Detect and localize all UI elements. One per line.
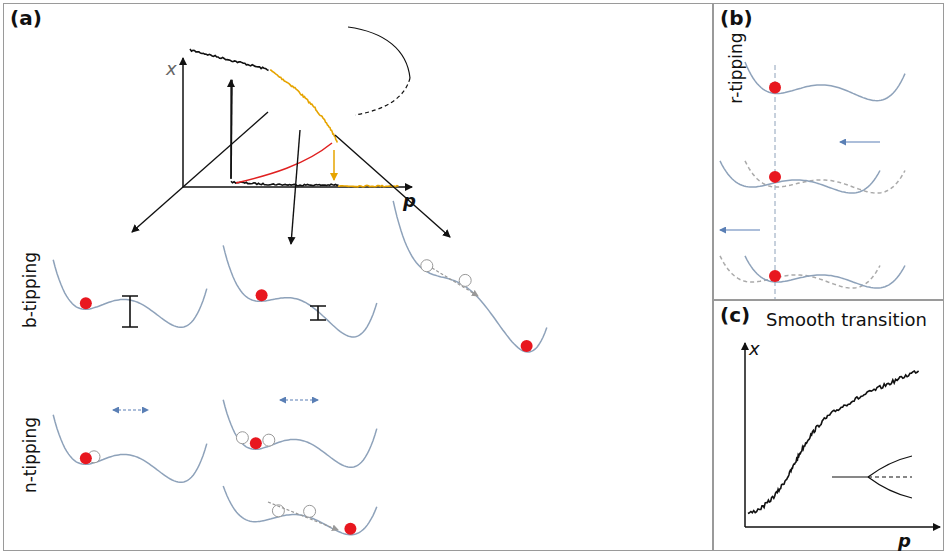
figure-panel: (a) [3, 3, 713, 551]
ghost-ball [236, 432, 248, 444]
jump-arrow [230, 80, 231, 178]
state-ball [344, 523, 356, 535]
pointer-arrows [132, 112, 450, 244]
state-ball [769, 171, 781, 183]
barrier-marker [310, 306, 326, 320]
state-ball [80, 297, 92, 309]
chart-axes [745, 343, 940, 527]
noisy-curve [231, 80, 232, 179]
ghost-ball [459, 274, 471, 286]
fold-inset [355, 78, 410, 115]
potential-curve [53, 260, 207, 327]
ghost-ball [304, 505, 316, 517]
panel-label: (c) [720, 303, 750, 327]
motion-arrow [113, 409, 148, 410]
axis-label: p [898, 530, 911, 551]
panel-label: (a) [10, 6, 42, 30]
noisy-curve [338, 185, 399, 187]
potential-curve [720, 161, 880, 193]
state-ball [250, 437, 262, 449]
motion-arrow [432, 268, 478, 296]
potential-curve [393, 201, 547, 352]
axis-label: x [166, 58, 177, 79]
potential-curve [223, 400, 377, 467]
row-label: b-tipping [20, 252, 40, 328]
ghost-ball [263, 434, 275, 446]
unstable-branch [236, 143, 332, 183]
potential-curve [745, 161, 905, 193]
state-ball [769, 270, 781, 282]
ghost-ball [421, 260, 433, 272]
potential-curve [223, 486, 377, 535]
potential-curve [223, 245, 377, 337]
noisy-curve [748, 371, 919, 514]
axis-label: p [403, 190, 416, 211]
pitchfork-inset [832, 456, 912, 498]
fold-inset [348, 27, 410, 78]
noisy-curve [190, 49, 269, 71]
figure-panel: (c) Smooth transition [713, 300, 944, 551]
noisy-curve [231, 181, 339, 186]
figure-panel: (b) [713, 3, 944, 300]
row-label: n-tipping [20, 417, 40, 493]
state-ball [521, 340, 533, 352]
panel-title: Smooth transition [766, 309, 927, 330]
state-ball [769, 81, 781, 93]
shift-arrow [840, 141, 880, 142]
state-ball [256, 289, 268, 301]
barrier-marker [122, 296, 138, 327]
potential-wells [53, 62, 905, 535]
row-label: r-tipping [726, 32, 746, 103]
state-ball [80, 452, 92, 464]
axis-label: x [749, 338, 760, 359]
motion-arrow [280, 399, 318, 400]
noisy-branches [190, 49, 919, 514]
shift-arrow [720, 229, 760, 230]
potential-curve [745, 256, 905, 288]
jump-arrow [333, 150, 335, 180]
motion-arrow [268, 502, 338, 530]
potential-curve [745, 62, 905, 101]
panel-label: (b) [720, 6, 753, 30]
potential-curve [53, 415, 207, 482]
noisy-curve [270, 70, 337, 143]
